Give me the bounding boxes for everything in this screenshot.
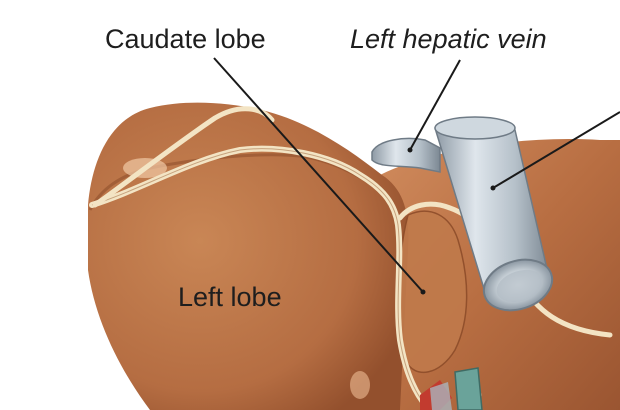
vein-side-branch [371,137,441,173]
caudate-lobe-label: Caudate lobe [105,24,266,54]
left-hepatic-vein-label: Left hepatic vein [350,24,547,54]
caudate-lobe-leader-dot [420,289,426,295]
vein-trunk-leader [492,111,620,189]
caudate-lobe-leader [213,57,424,293]
ligament-upper-fold [92,106,275,208]
left-hepatic-vein-leader [409,59,461,151]
vein-lumen-inner [496,269,544,303]
left-hepatic-vein [371,116,554,312]
vein-top [434,116,516,140]
left-hepatic-vein-leader-dot [407,147,413,153]
liver-left-lobe-surface [88,102,409,410]
porta-hepatis-vessels [420,367,483,410]
ligamentum-venosum-outline [91,148,431,410]
vessel-gray [430,382,452,410]
liver-highlight [350,371,370,399]
vessel-teal [454,367,483,410]
left-lobe-label: Left lobe [178,282,282,312]
vein-trunk-leader-dot [490,185,496,191]
caudate-lobe-shape [397,210,468,374]
